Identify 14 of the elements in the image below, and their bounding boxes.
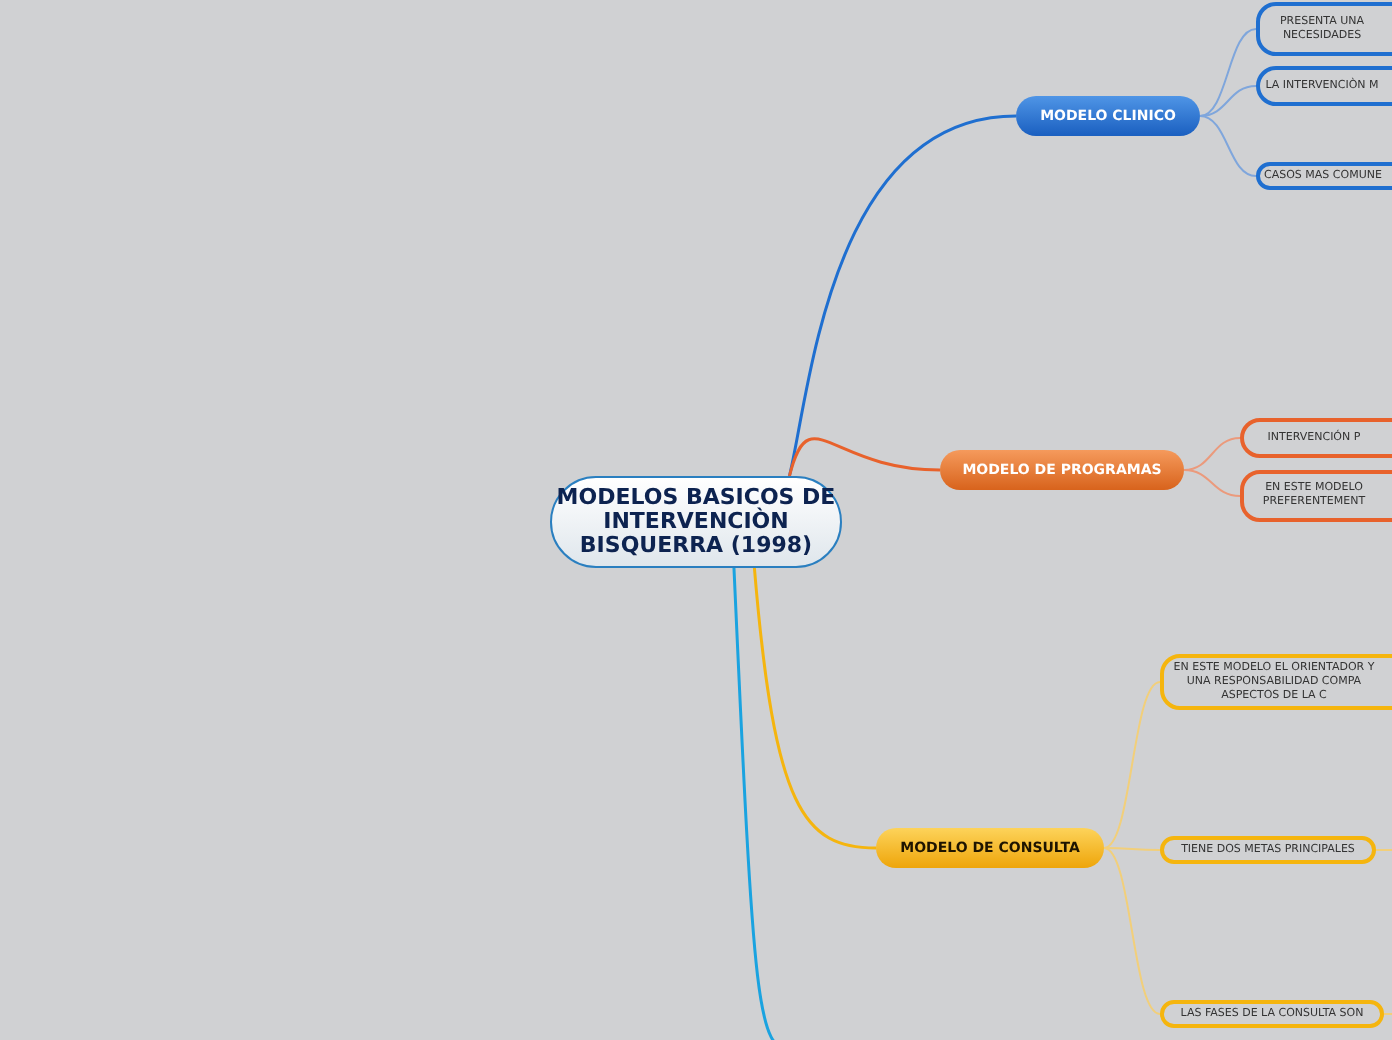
connector-line bbox=[752, 567, 877, 850]
connector-line bbox=[1375, 849, 1392, 851]
connector-line bbox=[1103, 847, 1161, 851]
central-topic: MODELOS BASICOS DE INTERVENCIÒN BISQUERRA (1998) bbox=[550, 476, 842, 568]
connector-line bbox=[1183, 437, 1241, 471]
connector-line bbox=[1103, 847, 1161, 1015]
connector-line bbox=[1199, 115, 1257, 177]
connector-line bbox=[1199, 28, 1257, 117]
connector-line bbox=[1103, 681, 1161, 849]
connector-line bbox=[1199, 85, 1257, 117]
connector-line bbox=[1183, 469, 1241, 497]
connector-line bbox=[1383, 1013, 1392, 1015]
connector-line bbox=[788, 437, 941, 477]
connector-line bbox=[787, 114, 1017, 477]
